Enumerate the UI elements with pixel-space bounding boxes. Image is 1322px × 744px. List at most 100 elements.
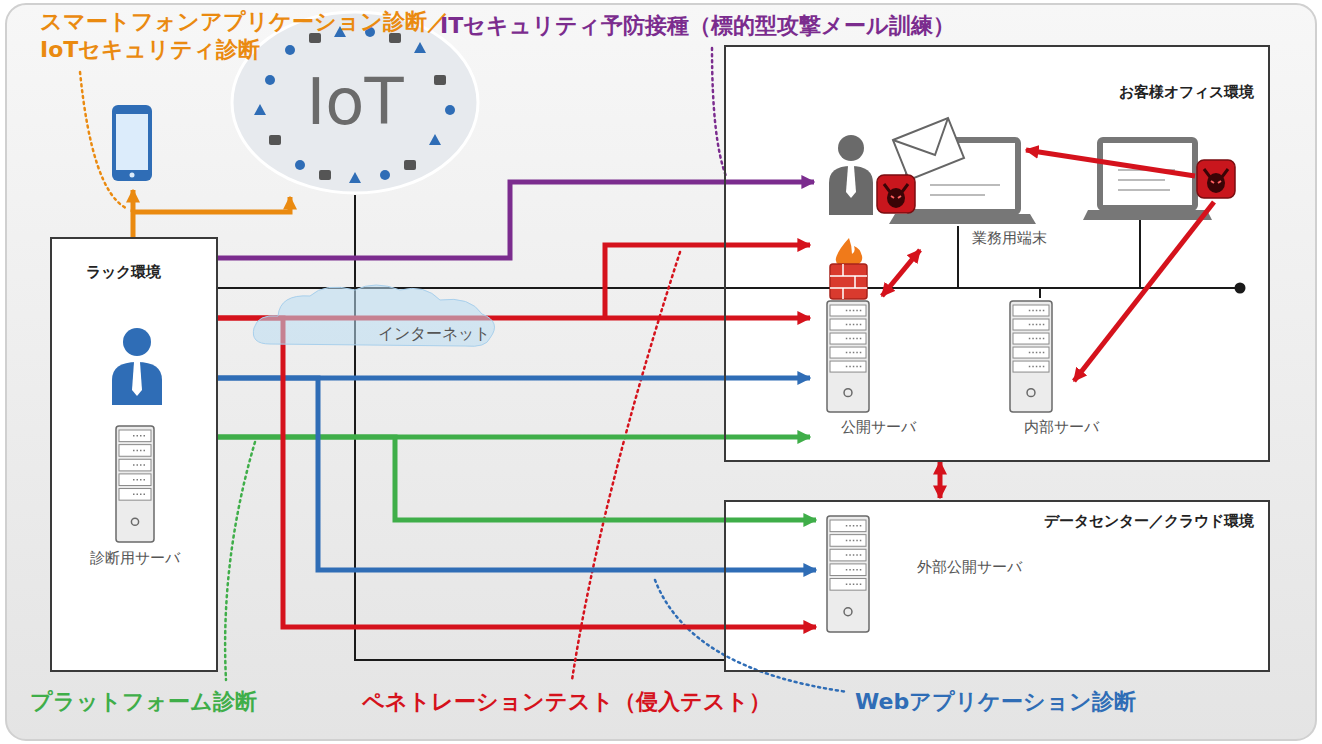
terminal-node: 業務用端末: [880, 115, 1047, 250]
server-icon: [826, 515, 870, 633]
server-icon: [1013, 361, 1049, 372]
iot-device-icon: [429, 134, 441, 145]
network-line: [1139, 220, 1141, 288]
server-icon: [1029, 324, 1045, 326]
smartphone-icon: [112, 105, 152, 181]
server-icon: [830, 361, 866, 372]
malware-icon: [1207, 173, 1225, 193]
server-icon: [1029, 352, 1045, 354]
node-text: ラック環境: [86, 263, 161, 281]
iot-device-icon: [434, 75, 446, 85]
service-label: ペネトレーションテスト（侵入テスト）: [362, 688, 771, 716]
firewall-icon: [836, 238, 862, 266]
server-icon: [133, 450, 147, 452]
server-icon: [846, 569, 862, 571]
node-text: お客様オフィス環境: [1119, 83, 1254, 101]
server-icon: [1013, 319, 1049, 330]
service-label: スマートフォンアプリケーション診断／ IoTセキュリティ診断: [40, 8, 480, 64]
person-icon: [123, 328, 151, 356]
server-icon: [827, 516, 869, 632]
server-icon: [119, 474, 151, 486]
server-icon: [830, 305, 866, 316]
network-line: [218, 195, 1245, 660]
server-icon: [133, 464, 147, 466]
attack-arrow: [605, 245, 810, 318]
laptop-icon: [1083, 140, 1212, 220]
server-icon: [119, 430, 151, 442]
connector-arrow: [218, 437, 816, 520]
attack-arrow: [1026, 150, 1195, 176]
service-label: ITセキュリティ予防接種（標的型攻撃メール訓練）: [440, 12, 955, 40]
connector-arrow: [218, 378, 816, 570]
server-icon: [830, 347, 866, 358]
firewall-icon: [830, 264, 867, 299]
person-icon: [112, 362, 162, 405]
server-icon: [846, 366, 862, 368]
server-icon: [115, 425, 155, 543]
server-icon: [119, 459, 151, 471]
person-icon: [838, 135, 864, 161]
leader-line: [655, 580, 848, 692]
server-node: 診断用サーバ: [80, 425, 190, 610]
node-text: データセンター／クラウド環境: [1044, 512, 1254, 530]
smartphone-icon: [116, 114, 148, 170]
malware-icon: [1197, 160, 1235, 198]
server-icon: [133, 479, 147, 481]
server-icon: [1013, 347, 1049, 358]
network-line: [1039, 288, 1041, 298]
smartphone-icon: [112, 105, 152, 181]
firewall-icon: [830, 238, 867, 299]
laptop-icon: [1083, 210, 1212, 220]
malware-icon: [877, 175, 915, 213]
server-icon: [830, 319, 866, 330]
cloud-shape: [253, 285, 494, 346]
box-fill: [724, 45, 1270, 462]
mail-icon: [893, 118, 948, 155]
server-icon: [830, 333, 866, 344]
malware-icon: [877, 175, 915, 213]
iot-device-icon: [349, 172, 361, 183]
box-fill: [50, 45, 1270, 672]
server-icon: [844, 608, 852, 616]
person-icon: [829, 135, 873, 215]
laptop-icon: [930, 185, 1000, 195]
iot-ellipse: [232, 12, 478, 193]
server-icon: [846, 310, 862, 312]
arrow-to-phone: [131, 190, 136, 212]
service-label: プラットフォーム診断: [30, 688, 257, 716]
server-icon: [846, 584, 862, 586]
server-icon: [1029, 338, 1045, 340]
leader-line: [80, 72, 126, 208]
malware-icon: [891, 196, 901, 198]
node-text: 業務用端末: [972, 229, 1047, 247]
server-icon: [827, 301, 869, 412]
connector-arrow: [938, 462, 943, 498]
server-icon: [1027, 389, 1035, 397]
server-icon: [131, 518, 138, 525]
iot-device-icon: [319, 170, 331, 180]
server-node: 内部サーバ: [995, 298, 1099, 445]
server-icon: [830, 564, 866, 576]
server-icon: [1029, 366, 1045, 368]
node-text: インターネット: [378, 324, 490, 343]
attack-arrow: [1074, 202, 1214, 381]
person-icon: [829, 166, 873, 215]
connector-arrow: [218, 318, 816, 627]
datacenter-box: データセンター／クラウド環境外部公開サーバ: [724, 500, 1270, 672]
iot-device-icon: [404, 160, 416, 170]
iot-device-icon: [254, 104, 266, 115]
server-icon: [133, 435, 147, 437]
server-icon: [844, 389, 852, 397]
office-box: お客様オフィス環境業務用端末公開サーバ内部サーバ: [724, 45, 1270, 462]
server-icon: [1010, 301, 1052, 412]
server-icon: [846, 352, 862, 354]
iot-device-icon: [389, 33, 401, 43]
iot-device-icon: [265, 75, 275, 85]
node-text: 内部サーバ: [1024, 418, 1099, 436]
network-line: [957, 226, 959, 288]
server-icon: [133, 494, 147, 496]
iot-device-icon: [269, 135, 281, 145]
smartphone-icon: [130, 173, 135, 178]
